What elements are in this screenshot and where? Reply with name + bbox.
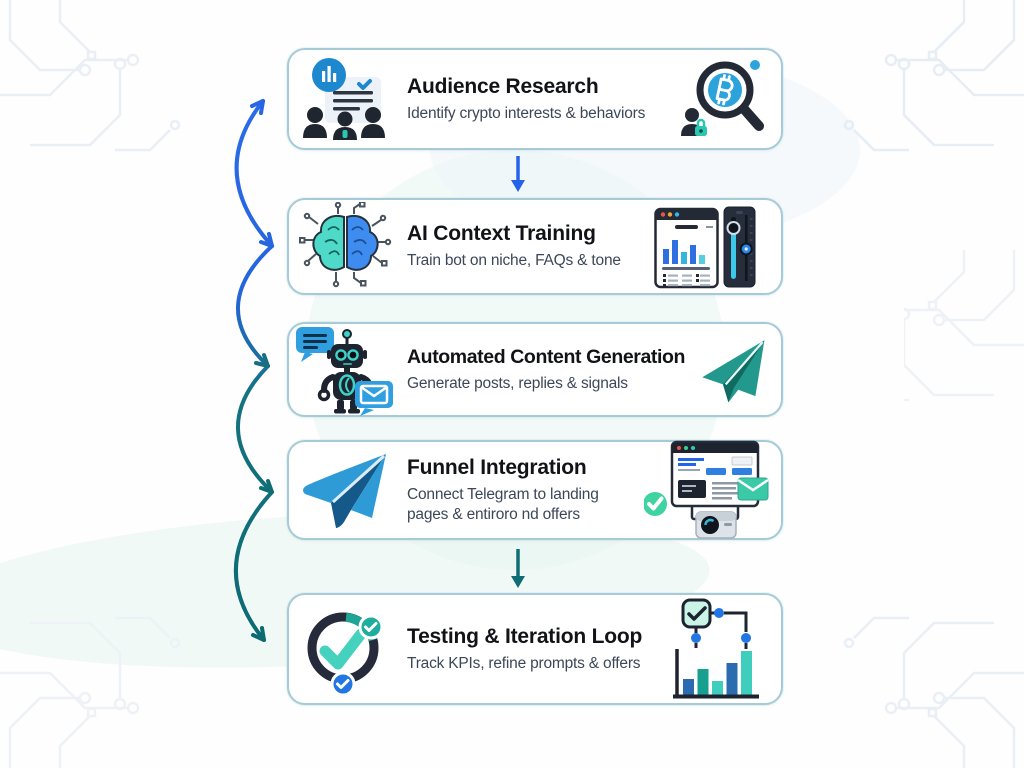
step-card-ai-context-training: AI Context Training Train bot on niche, …: [287, 198, 783, 295]
step-subtitle: Identify crypto interests & behaviors: [407, 104, 646, 122]
checkmark-loop-icon: [293, 600, 397, 698]
paper-plane-icon: [693, 333, 771, 407]
step-card-funnel-integration: Funnel Integration Connect Telegram to l…: [287, 440, 783, 540]
step-title: Automated Content Generation: [407, 345, 686, 368]
step-card-testing-iteration-loop: Testing & Iteration Loop Track KPIs, ref…: [287, 593, 783, 705]
circuit-traces-top-right: [843, 0, 1024, 152]
step-title: Testing & Iteration Loop: [407, 624, 643, 648]
step-title: Audience Research: [407, 74, 599, 98]
ai-brain-circuit-icon: [293, 201, 397, 292]
step-subtitle: Connect Telegram to landing pages & enti…: [407, 485, 599, 523]
landing-page-browser-icon: [643, 440, 771, 540]
step-card-automated-content-generation: Automated Content Generation Generate po…: [287, 322, 783, 417]
analytics-dashboard-sliders-icon: [649, 201, 771, 293]
kpi-bar-chart-icon: [663, 597, 771, 701]
step-title: AI Context Training: [407, 222, 596, 246]
circuit-traces-top-left: [0, 0, 181, 152]
circuit-traces-right-edge: [904, 250, 1024, 402]
step-card-audience-research: Audience Research Identify crypto intere…: [287, 48, 783, 150]
circuit-traces-bottom-right: [843, 616, 1024, 768]
step-title: Funnel Integration: [407, 455, 587, 479]
step-subtitle: Train bot on niche, FAQs & tone: [407, 252, 621, 270]
chatbot-robot-icon: [293, 324, 397, 416]
telegram-plane-icon: [293, 446, 397, 534]
audience-group-icon: [293, 55, 397, 143]
step-subtitle: Generate posts, replies & signals: [407, 374, 628, 392]
crypto-search-magnifier-icon: [671, 53, 771, 145]
step-subtitle: Track KPIs, refine prompts & offers: [407, 654, 641, 672]
